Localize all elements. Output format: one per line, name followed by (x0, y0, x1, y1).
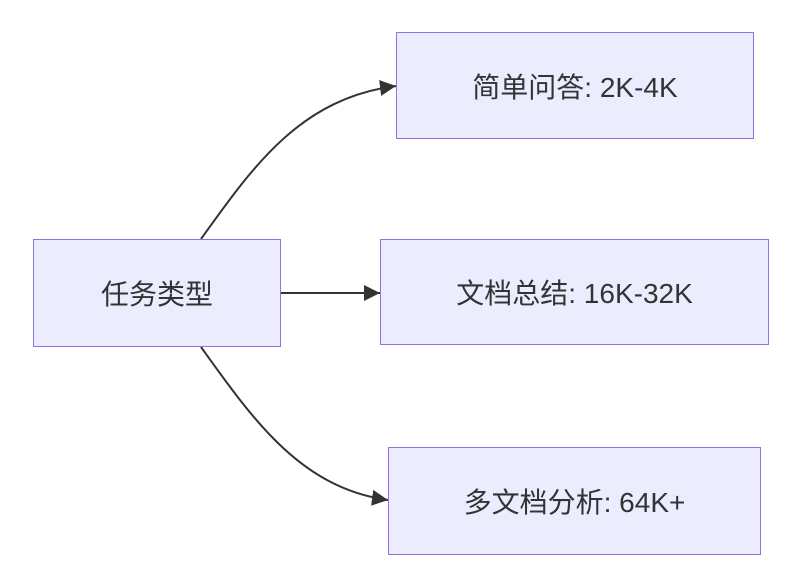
node-task-type: 任务类型 (33, 239, 281, 347)
edge-root-to-simple-qa (200, 80, 397, 240)
node-multidoc-analysis-label: 多文档分析: 64K+ (463, 487, 686, 518)
edge-root-to-multidoc-analysis (200, 346, 389, 506)
node-multidoc-analysis: 多文档分析: 64K+ (388, 447, 761, 555)
node-task-type-label: 任务类型 (100, 279, 213, 310)
node-simple-qa: 简单问答: 2K-4K (396, 32, 754, 139)
node-doc-summary-label: 文档总结: 16K-32K (456, 278, 693, 309)
node-doc-summary: 文档总结: 16K-32K (380, 239, 769, 345)
node-simple-qa-label: 简单问答: 2K-4K (472, 71, 678, 103)
